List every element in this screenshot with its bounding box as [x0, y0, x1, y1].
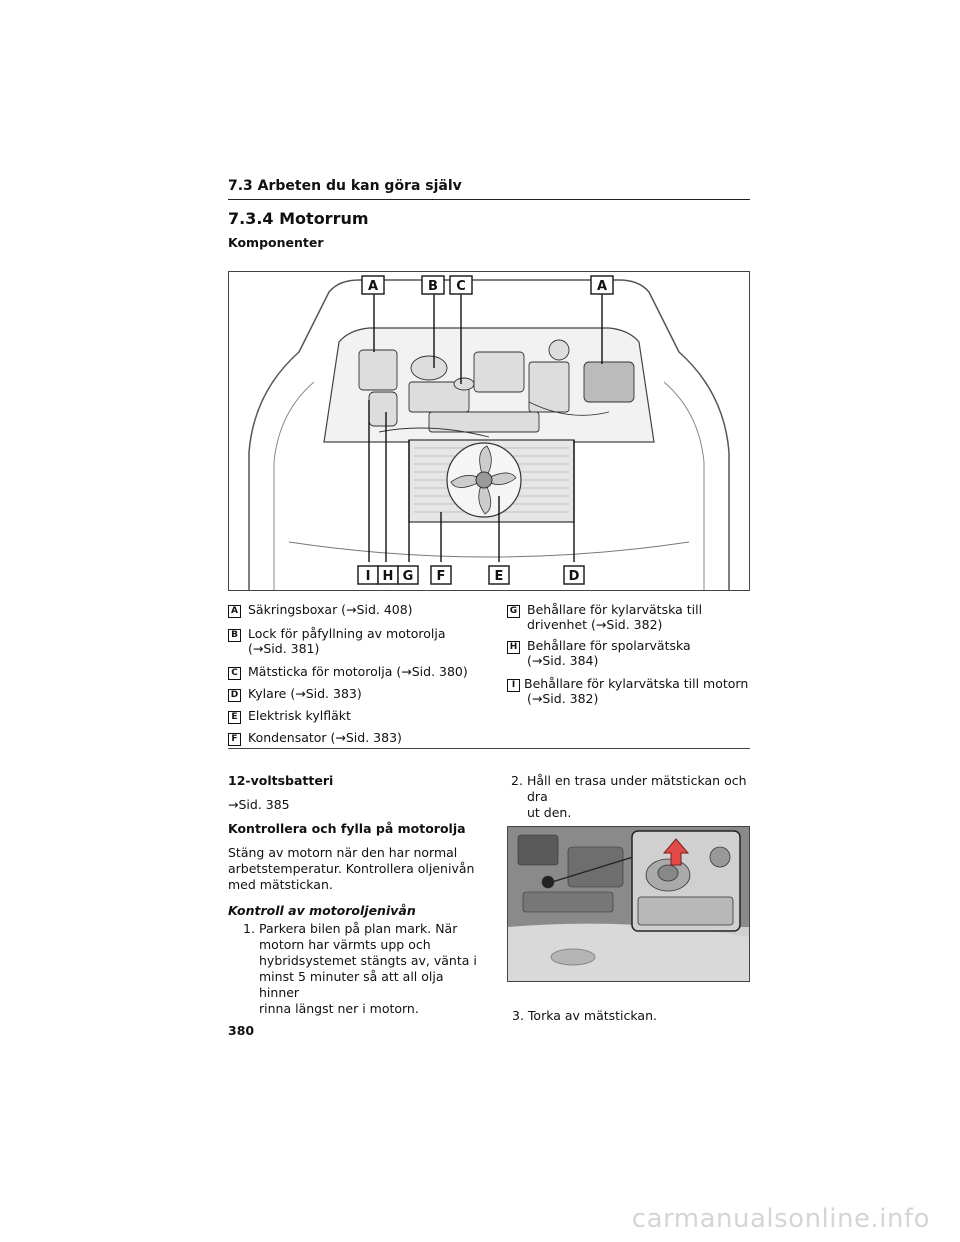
legend-badge: G [507, 605, 520, 618]
legend-item: B Lock för påfyllning av motorolja (→Sid… [228, 626, 478, 656]
figure-label-top: A [368, 279, 378, 294]
engine-bay-illustration: A B C A I H G F E D [248, 275, 730, 590]
legend-badge: E [228, 711, 241, 724]
step-2: 2. Håll en trasa under mätstickan och dr… [511, 773, 747, 820]
oil-heading: Kontrollera och fylla på motorolja [228, 821, 466, 836]
figure-label-bottom: I [366, 569, 371, 584]
page-number: 380 [228, 1023, 255, 1038]
oil-paragraph: Stäng av motorn när den har normal arbet… [228, 845, 475, 892]
step-3: 3. Torka av mätstickan. [512, 1008, 657, 1023]
step-number: 3. [512, 1008, 524, 1023]
legend-rule [228, 748, 750, 749]
legend-item: I Behållare för kylarvätska till motorn … [507, 676, 757, 706]
header-rule [228, 199, 750, 200]
check-heading: Kontroll av motoroljenivån [228, 903, 416, 918]
legend-item: C Mätsticka för motorolja (→Sid. 380) [228, 664, 478, 680]
legend-badge: D [228, 689, 241, 702]
battery-heading: 12-voltsbatteri [228, 773, 334, 788]
step-number: 2. [511, 773, 523, 788]
legend-badge: B [228, 629, 241, 642]
figure-label-bottom: D [569, 569, 580, 584]
step-number: 1. [243, 921, 255, 936]
legend-badge: H [507, 641, 520, 654]
legend-badge: F [228, 733, 241, 746]
figure-label-top: A [597, 279, 607, 294]
figure-label-top: B [428, 279, 438, 294]
left-column: 12-voltsbatteri →Sid. 385 Kontrollera oc… [228, 773, 478, 1017]
legend-item: F Kondensator (→Sid. 383) [228, 730, 478, 746]
page-title: 7.3.4 Motorrum [228, 209, 369, 228]
step-1: 1. Parkera bilen på plan mark. När motor… [243, 921, 477, 1016]
figure-label-bottom: G [403, 569, 414, 584]
figure-label-top: C [456, 279, 466, 294]
section-header: 7.3 Arbeten du kan göra själv [228, 178, 462, 194]
legend-badge: C [228, 667, 241, 680]
figure-label-bottom: E [495, 569, 504, 584]
dipstick-photo [507, 826, 750, 982]
legend-item: D Kylare (→Sid. 383) [228, 686, 478, 702]
legend-item: G Behållare för kylarvätska till drivenh… [507, 602, 757, 632]
battery-ref: →Sid. 385 [228, 797, 290, 812]
legend-badge: A [228, 605, 241, 618]
engine-bay-figure: A B C A I H G F E D [228, 271, 750, 591]
figure-label-bottom: F [437, 569, 446, 584]
legend-item: A Säkringsboxar (→Sid. 408) [228, 602, 478, 618]
figure-label-bottom: H [383, 569, 394, 584]
legend-badge: I [507, 679, 520, 692]
subtitle: Komponenter [228, 235, 324, 250]
watermark: carmanualsonline.info [631, 1204, 930, 1234]
right-column: 2. Håll en trasa under mätstickan och dr… [507, 773, 757, 821]
legend-item: E Elektrisk kylfläkt [228, 708, 478, 724]
legend-item: H Behållare för spolarvätska (→Sid. 384) [507, 638, 757, 668]
